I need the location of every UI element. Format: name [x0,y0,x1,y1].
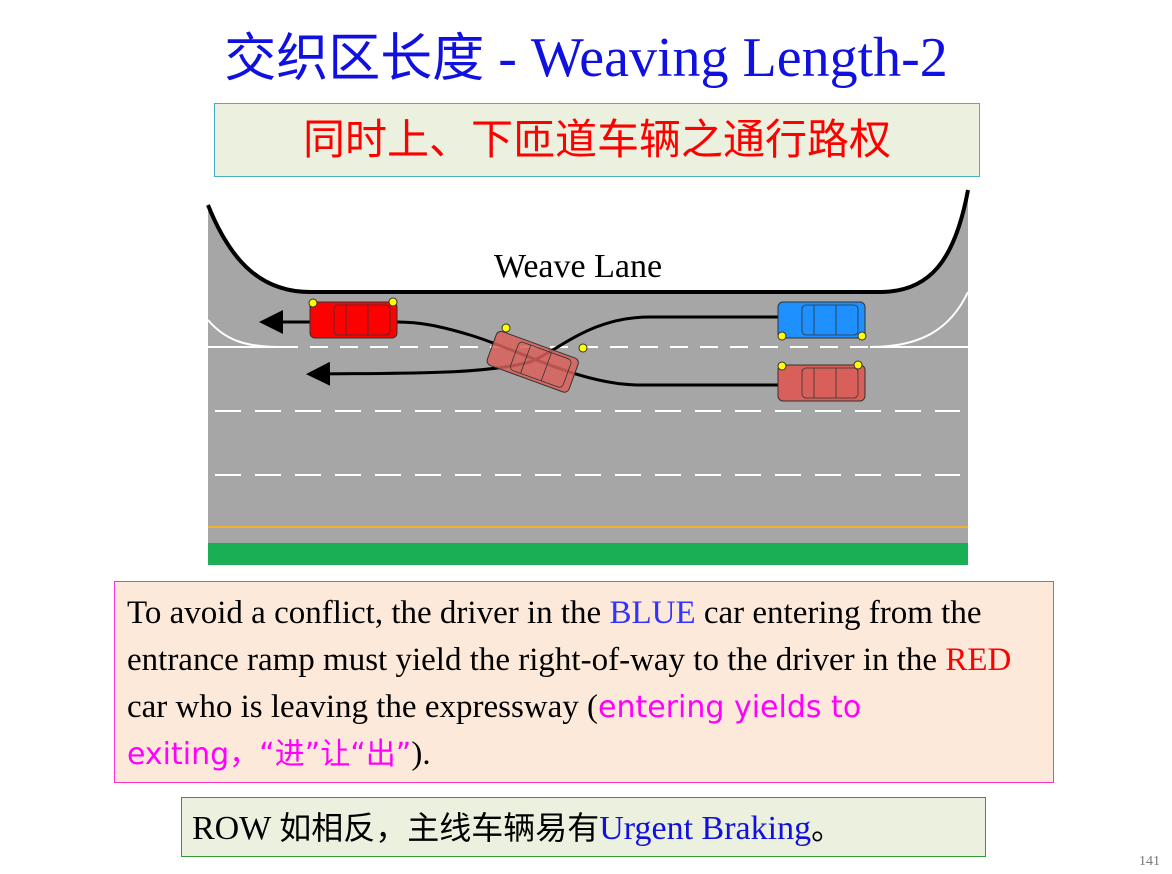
red-car-exiting [777,364,866,402]
page-number: 141 [1139,854,1160,869]
blue-car [777,301,866,339]
note-box: ROW 如相反，主线车辆易有Urgent Braking。 [181,797,986,857]
title-zh: 交织区长度 [224,29,485,89]
blue-highlight: Urgent Braking [599,810,812,847]
text: 。 [811,809,844,847]
red-highlight: RED [945,642,1012,678]
slide-title: 交织区长度 - Weaving Length-2 [0,22,1172,95]
text: car who is leaving the expressway ( [127,689,599,725]
signal-lights [308,297,867,371]
text: 如相反，主线车辆易有 [279,809,600,847]
text: car entering from the entrance ramp must… [127,595,982,678]
subtitle-box: 同时上、下匝道车辆之通行路权 [214,103,980,177]
median [208,543,968,565]
red-car-exited [309,301,398,339]
text: To avoid a conflict, the driver in the [127,595,610,631]
text: ROW [192,810,280,847]
explanation-box: To avoid a conflict, the driver in the B… [114,581,1054,783]
title-en: - Weaving Length-2 [484,27,948,89]
blue-highlight: BLUE [609,595,696,631]
weave-lane-label: Weave Lane [494,248,662,285]
magenta-highlight: entering yields to exiting，“进”让“出” [127,690,862,772]
gore-edge [206,189,970,294]
exit-path [396,320,778,387]
text: ). [411,736,431,772]
